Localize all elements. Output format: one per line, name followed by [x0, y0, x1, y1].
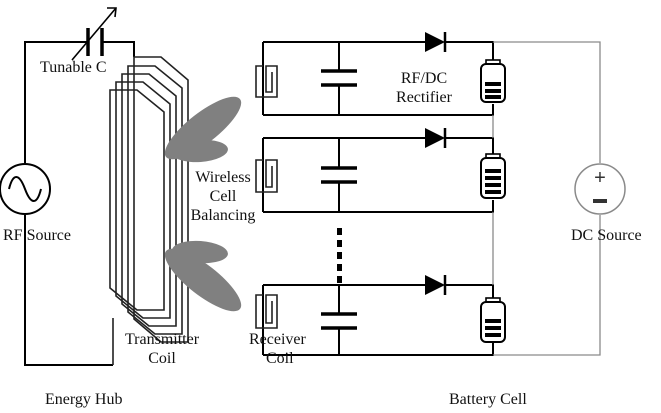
receiver-stage-2: [255, 128, 506, 213]
receiver-coil-symbol-2: [255, 159, 278, 193]
wireless-label-line1: Wireless: [195, 169, 251, 186]
rf-dc-rectifier-label: RF/DC Rectifier: [384, 69, 464, 107]
dc-bus-wire: [492, 41, 601, 356]
rectifier-label-line2: Rectifier: [396, 89, 452, 106]
battery-symbol-1: [480, 59, 506, 103]
energy-hub-label: Energy Hub: [45, 391, 123, 408]
receiver-coil-label: Receiver Coil: [249, 330, 306, 368]
tunable-capacitor-symbol: [71, 7, 117, 61]
wireless-field-lobes: [164, 96, 242, 312]
receiver-coil-symbol-3: [255, 294, 278, 329]
transmitter-coil-symbol: [109, 56, 189, 365]
rf-source-symbol: [0, 163, 51, 215]
rectifier-label-line1: RF/DC: [400, 70, 448, 87]
dc-source-symbol: +: [574, 163, 626, 215]
wireless-label-line2: Cell: [209, 188, 237, 205]
battery-symbol-2: [480, 153, 506, 199]
primary-loop-wire: [24, 41, 135, 366]
tunable-c-label: Tunable C: [40, 59, 107, 76]
wireless-label-line3: Balancing: [190, 207, 256, 224]
wireless-cell-balancing-label: Wireless Cell Balancing: [182, 168, 264, 225]
rf-source-label: RF Source: [3, 227, 71, 244]
more-stages-ellipsis: [337, 228, 342, 283]
dc-source-label: DC Source: [571, 227, 642, 244]
dc-plus-sign: +: [594, 167, 606, 189]
receiver-coil-symbol-1: [255, 65, 278, 98]
receiver-stage-1: [255, 32, 506, 116]
battery-symbol-3: [480, 297, 506, 343]
transmitter-coil-label: Transmitter Coil: [110, 330, 214, 368]
transmitter-label-line2: Coil: [148, 350, 176, 367]
receiver-label-line1: Receiver: [249, 331, 306, 348]
receiver-stage-3: [255, 275, 506, 356]
transmitter-label-line1: Transmitter: [124, 331, 200, 348]
battery-cell-label: Battery Cell: [449, 391, 527, 408]
receiver-label-line2: Coil: [266, 350, 294, 367]
